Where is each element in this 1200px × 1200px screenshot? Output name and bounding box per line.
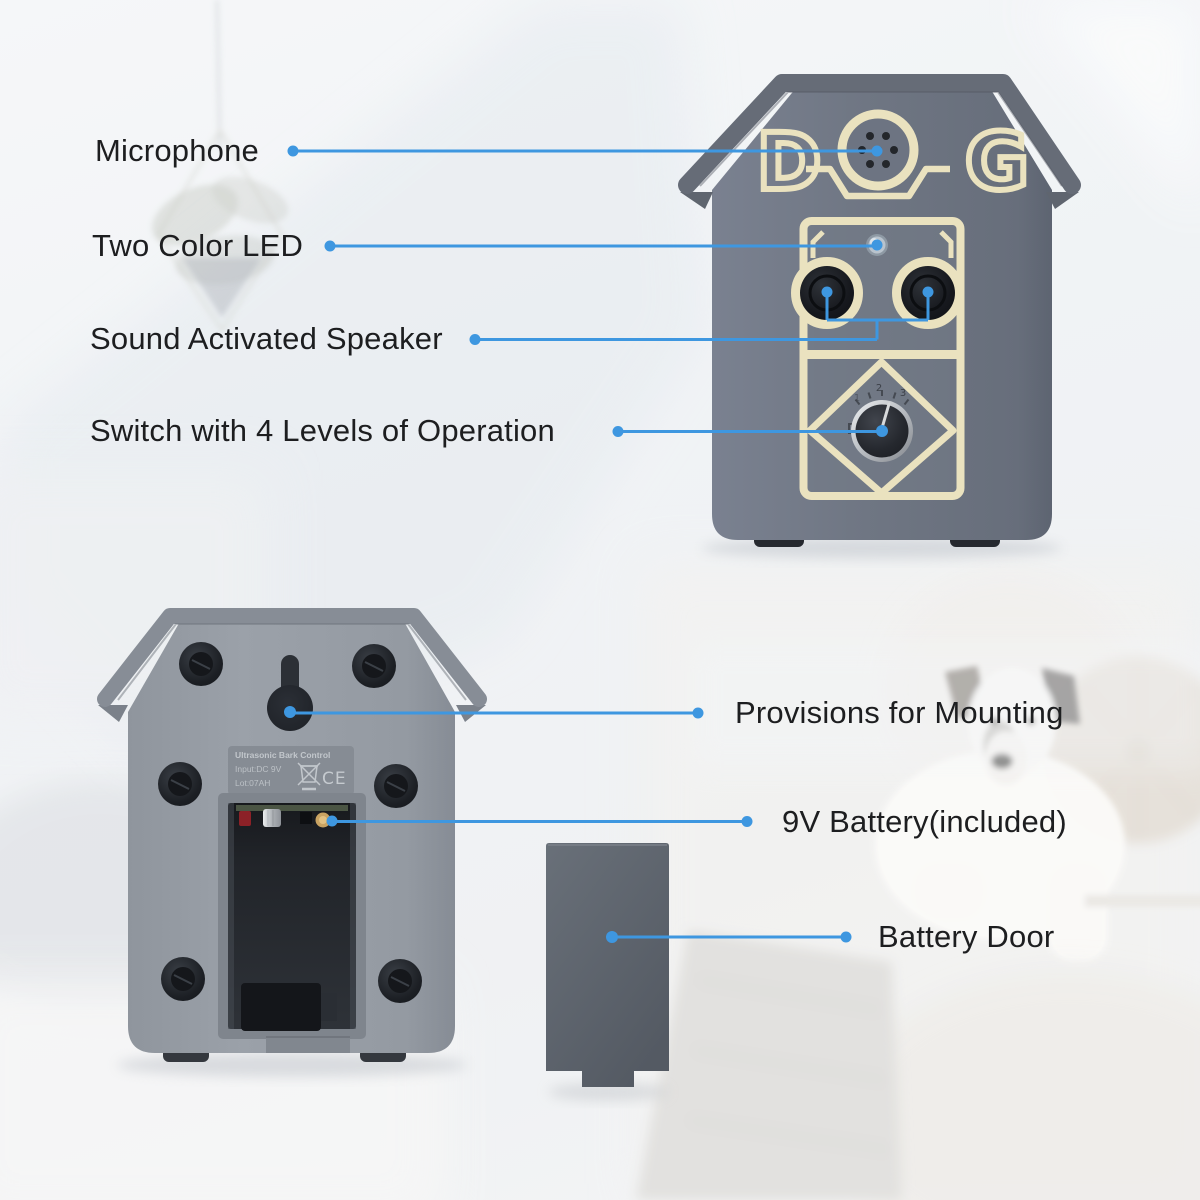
battery-contact-positive: [263, 809, 281, 827]
label-switch-levels: Switch with 4 Levels of Operation: [90, 413, 555, 448]
battery-door-panel: [546, 843, 669, 1087]
screw-hole: [378, 959, 422, 1003]
ceiling-corner: [1030, 0, 1200, 210]
screw-hole: [161, 957, 205, 1001]
device-front-view: D G: [678, 74, 1081, 559]
battery-door-piece: [546, 843, 669, 1101]
screw-holes: [158, 642, 422, 1003]
red-component: [239, 811, 251, 826]
emblem-connector: [806, 165, 950, 200]
level-switch-knob[interactable]: 1 2 3: [848, 383, 913, 462]
plate-line1: Ultrasonic Bark Control: [235, 750, 330, 760]
device-back-view: Ultrasonic Bark Control Input:DC 9V Lot:…: [97, 608, 487, 1077]
door-shadow: [548, 1083, 668, 1101]
front-eave-lip-left: [680, 192, 713, 209]
callout-line-switch: [612, 425, 888, 437]
door-release-notch: [266, 1036, 350, 1053]
back-roof-edge: [117, 623, 467, 701]
screw-hole: [374, 764, 418, 808]
switch-level-2: 2: [876, 383, 882, 394]
spec-label-plate: Ultrasonic Bark Control Input:DC 9V Lot:…: [228, 746, 354, 795]
panel-divider: [804, 350, 960, 359]
switch-level-1: 1: [854, 393, 860, 404]
couch-arm: [840, 970, 1200, 1200]
letter-g: G: [965, 118, 1029, 208]
front-eave-lip-right: [1046, 192, 1079, 209]
knit-blanket: [636, 930, 902, 1200]
panel-chamfer-left: [810, 230, 825, 258]
plate-line2: Input:DC 9V: [235, 764, 282, 774]
callout-line-microphone: [287, 145, 883, 157]
label-provisions-mounting: Provisions for Mounting: [735, 695, 1064, 730]
compartment-latch: [241, 983, 321, 1031]
contact-gap: [300, 812, 312, 824]
weee-crossed-bin-icon: [297, 762, 321, 791]
battery-compartment: [218, 793, 366, 1039]
latch-step: [321, 993, 337, 1021]
hanging-planter: [151, 0, 289, 333]
label-battery-door: Battery Door: [878, 919, 1055, 954]
screw-hole: [158, 762, 202, 806]
front-roof-edge: [699, 91, 1063, 187]
label-wash-right: [690, 640, 1200, 770]
label-microphone: Microphone: [95, 133, 259, 168]
battery-contact-snap: [315, 812, 331, 828]
callout-lines: [284, 145, 934, 943]
label-two-color-led: Two Color LED: [92, 228, 304, 263]
callout-line-door: [606, 931, 852, 943]
pcb-edge: [236, 805, 348, 811]
letter-d: D: [757, 118, 822, 208]
callout-line-battery: [326, 815, 753, 827]
panel-diamond: [806, 358, 957, 497]
label-sound-activated-speaker: Sound Activated Speaker: [90, 321, 443, 356]
ce-mark: CE: [322, 769, 347, 789]
panel-chamfer-right: [939, 230, 954, 258]
plate-line3: Lot:07AH: [235, 778, 270, 788]
screw-hole: [352, 644, 396, 688]
knob-indicator: [880, 402, 891, 430]
back-roof: [97, 608, 487, 707]
callout-line-speaker: [469, 286, 934, 345]
front-roof: [678, 74, 1081, 194]
callout-line-mounting: [284, 706, 704, 719]
dog-emblem: D G: [754, 109, 1032, 211]
back-eave-lip-left: [98, 705, 128, 722]
switch-level-3: 3: [900, 388, 906, 399]
label-9v-battery: 9V Battery(included): [782, 804, 1067, 839]
control-panel: 1 2 3: [791, 217, 965, 500]
callout-line-led: [324, 239, 883, 252]
screw-hole: [179, 642, 223, 686]
